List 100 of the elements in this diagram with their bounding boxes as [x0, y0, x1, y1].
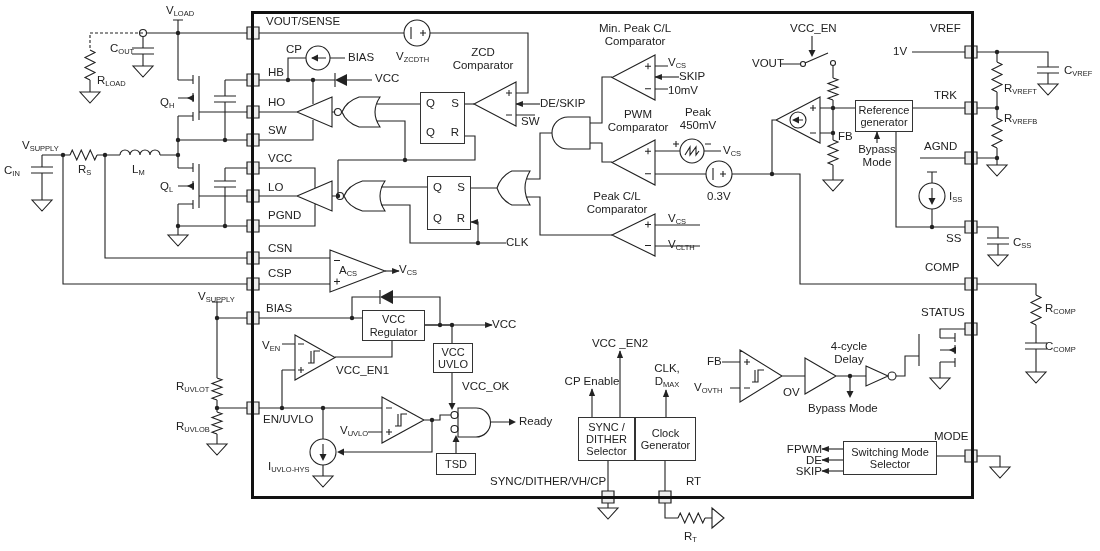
block-box: SYNC / DITHER Selector [578, 417, 635, 461]
signal-label: V$_{LOAD}$ [166, 4, 195, 17]
signal-label: Peak 450mV [678, 106, 718, 132]
comparator-title: ZCD Comparator [451, 46, 515, 72]
latch-pin-label: S [457, 181, 465, 194]
signal-label: C$_{OUT}$ [110, 42, 135, 55]
signal-label: R$_{VREFB}$ [1004, 112, 1038, 125]
signal-label: Q$_{L}$ [160, 180, 174, 193]
arrow [662, 389, 670, 418]
signal-label: OV [783, 386, 800, 399]
signal-label: VCC_OK [462, 380, 510, 393]
arrow [873, 131, 881, 144]
signal-label: STATUS [921, 306, 965, 319]
signal-label: 0.3V [707, 190, 731, 203]
block-box: TSD [436, 453, 476, 475]
signal-label: VOUT [752, 57, 784, 70]
block-box: Clock Generator [635, 417, 696, 461]
block-box: VCC UVLO [433, 343, 473, 373]
signal-label: BIAS [266, 302, 293, 315]
signal-label: R$_{S}$ [78, 163, 92, 176]
arrow [654, 73, 680, 81]
signal-label: CLK, D$_{MAX}$ [646, 362, 688, 390]
arrow [616, 350, 624, 418]
signal-label: VCC_EN1 [336, 364, 390, 377]
amplifier-label: A$_{CS}$ [339, 264, 358, 277]
signal-label: V$_{CS}$ [399, 263, 425, 279]
signal-label: V$_{CS}$ [723, 144, 742, 157]
signal-label: Q$_{H}$ [160, 96, 175, 109]
signal-label: DE [784, 454, 822, 466]
signal-label: FPWM [784, 443, 822, 455]
signal-label: VREF [930, 22, 961, 35]
latch-pin-label: Q [426, 126, 435, 139]
signal-label: SW [268, 124, 287, 137]
signal-label: VCC _EN2 [588, 337, 652, 351]
signal-label: V$_{SUPPLY}$ [198, 290, 235, 303]
signal-label: 4-cycle Delay [829, 340, 869, 366]
signal-label: VOUT/SENSE [266, 15, 341, 28]
signal-label: R$_{LOAD}$ [97, 74, 126, 87]
signal-label: R$_{UVLOB}$ [176, 420, 210, 433]
signal-label: 10mV [668, 84, 699, 97]
signal-label: CSP [268, 267, 292, 280]
signal-label: 1V [893, 45, 908, 58]
signal-label: C$_{VREF}$ [1064, 64, 1093, 77]
signal-label: VCC [375, 72, 400, 85]
signal-label: CSN [268, 242, 293, 255]
signal-label: C$_{COMP}$ [1045, 340, 1076, 353]
signal-label: BIAS [348, 51, 375, 64]
signal-label: LO [268, 181, 284, 194]
signal-label: COMP [925, 261, 960, 274]
signal-label: V$_{CS}$ [668, 212, 687, 225]
signal-label: R$_{UVLOT}$ [176, 380, 210, 393]
arrow [821, 456, 844, 464]
signal-label: PGND [268, 209, 302, 222]
signal-label: V$_{CLTH}$ [668, 238, 695, 251]
signal-label: V$_{EN}$ [262, 339, 281, 352]
signal-label: L$_{M}$ [132, 163, 145, 176]
signal-label: V$_{ZCDTH}$ [396, 50, 430, 63]
signal-label: RT [686, 475, 702, 488]
latch-pin-label: S [451, 97, 459, 110]
signal-label: I$_{UVLO-HYS}$ [268, 460, 310, 473]
signal-label: VCC [492, 318, 522, 332]
latch-pin-label: R [456, 212, 465, 225]
wire [424, 324, 453, 344]
latch-pin-label: Q [433, 212, 442, 225]
arrow [821, 467, 844, 475]
signal-label: R$_{COMP}$ [1045, 302, 1076, 315]
signal-label: SKIP [784, 465, 822, 477]
signal-label: SYNC/DITHER/VH/CP [490, 475, 607, 488]
signal-label: HB [268, 66, 284, 79]
block-box: Switching Mode Selector [843, 441, 937, 475]
latch-pin-label: R [450, 126, 459, 139]
arrow [588, 388, 596, 418]
signal-label: V$_{CS}$ [668, 56, 687, 69]
block-box: VCC Regulator [362, 310, 425, 341]
comparator-title: Peak C/L Comparator [585, 190, 649, 216]
latch-box [420, 92, 465, 144]
signal-label: I$_{SS}$ [949, 190, 963, 203]
arrow [384, 267, 400, 275]
signal-label: V$_{OVTH}$ [694, 381, 723, 394]
signal-label: FB [838, 130, 853, 143]
signal-label: R$_{T}$ [684, 530, 697, 543]
arrow [821, 445, 844, 453]
signal-label: FB [707, 355, 722, 368]
signal-label: C$_{IN}$ [4, 164, 20, 177]
signal-label: CP [286, 43, 302, 56]
latch-box [427, 176, 471, 230]
chip-outline [251, 11, 974, 499]
block-box: Reference generator [855, 100, 913, 132]
signal-label: HO [268, 96, 286, 109]
signal-label: V$_{SUPPLY}$ [22, 139, 59, 152]
signal-label: Ready [519, 415, 553, 428]
arrow [515, 100, 541, 108]
signal-label: CLK [506, 236, 534, 250]
signal-label: SW [521, 115, 540, 128]
signal-label: Bypass Mode [853, 143, 901, 171]
comparator-title: Min. Peak C/L Comparator [597, 22, 673, 48]
signal-label: EN/UVLO [263, 413, 314, 426]
signal-label: SS [946, 232, 962, 245]
wire [464, 103, 475, 105]
latch-pin-label: Q [426, 97, 435, 110]
